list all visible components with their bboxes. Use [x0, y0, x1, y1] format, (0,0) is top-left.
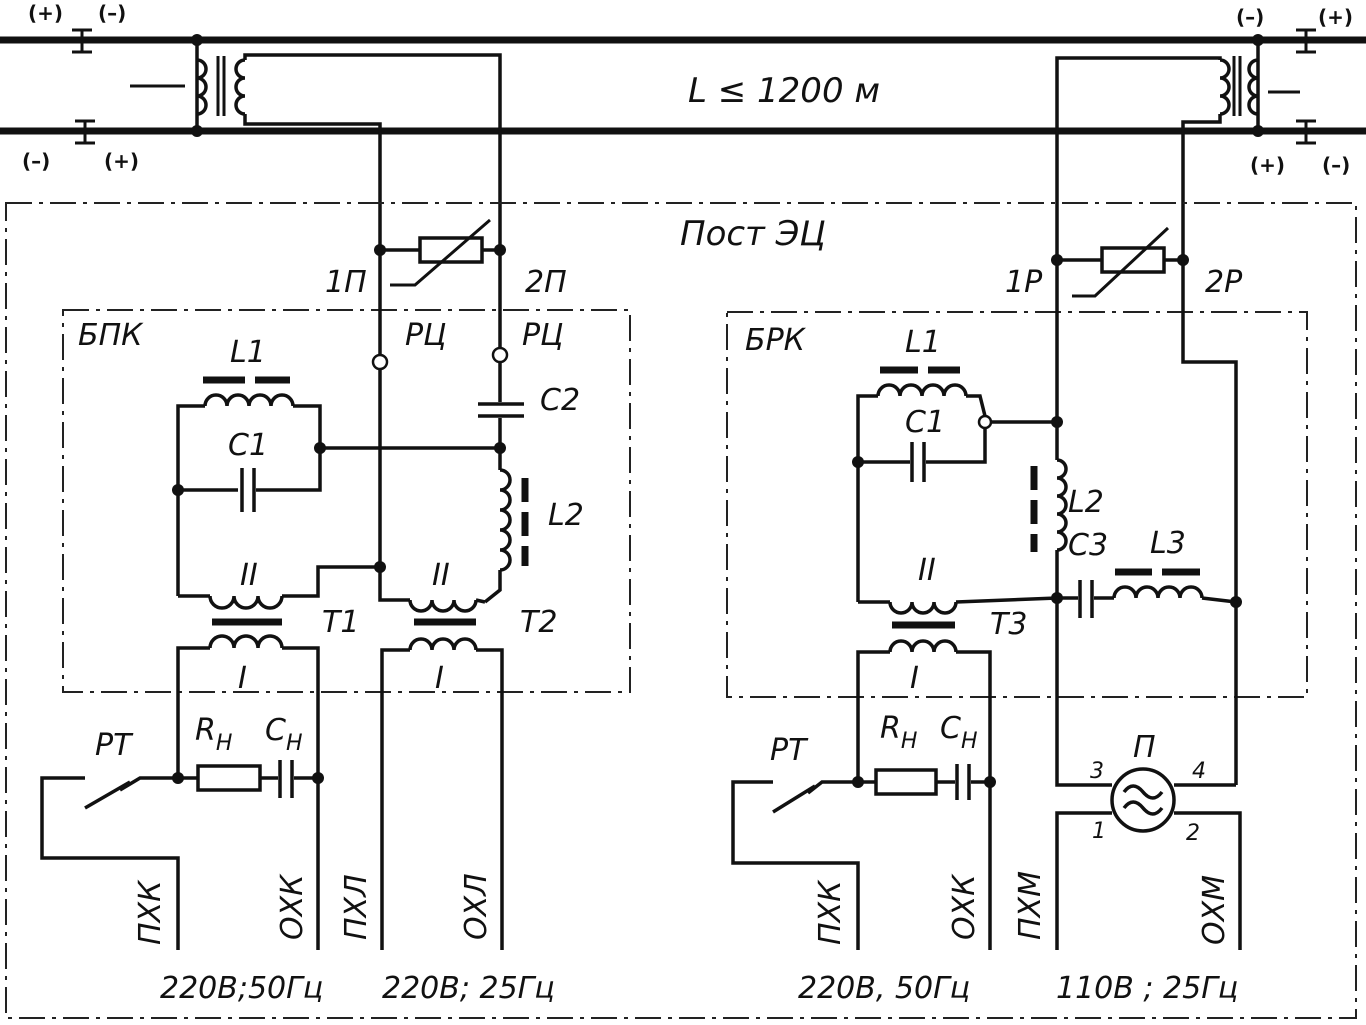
capacitor-c2-icon: [478, 402, 524, 418]
inductor-l1-right-icon: [876, 383, 968, 397]
t1-winding-ii-label: II: [240, 558, 258, 593]
ch-label: СН: [265, 713, 303, 756]
relay-terminal-icon: [491, 346, 509, 364]
rc-label-1: РЦ: [405, 318, 446, 353]
pin-2-label: 2: [1186, 821, 1200, 846]
supply-label-2: 220В; 25Гц: [382, 971, 555, 1006]
bus-pkhk-right: ПХК: [813, 879, 848, 945]
left-circuit: 1П 2П БПК РЦ РЦ C2 L2 L: [40, 218, 631, 1006]
rc-label-2: РЦ: [522, 318, 563, 353]
bus-pkhm: ПХМ: [1013, 871, 1048, 940]
converter-p-label: П: [1133, 730, 1156, 765]
inductor-l3-icon: [1112, 585, 1204, 599]
block-brk-label: БРК: [745, 323, 807, 358]
bus-okhl: ОХЛ: [459, 873, 494, 940]
supply-label-4: 110В ; 25Гц: [1056, 971, 1238, 1006]
resistor-rh-icon: [196, 764, 262, 792]
l2-label: L2: [548, 498, 584, 533]
ch-label-right: СН: [940, 711, 978, 754]
l2-label-right: L2: [1068, 485, 1104, 520]
polarity-label: (+): [1318, 5, 1353, 29]
terminal-1r: 1Р: [1005, 265, 1043, 300]
polarity-label: (+): [104, 149, 139, 173]
pin-1-label: 1: [1092, 819, 1106, 844]
track-length-label: L ≤ 1200 м: [688, 71, 880, 111]
polarity-label: (+): [1250, 153, 1285, 177]
bus-pkhl: ПХЛ: [339, 874, 374, 940]
l1-label-right: L1: [905, 325, 941, 360]
block-bpk-label: БПК: [78, 318, 144, 353]
t2-label: T2: [520, 605, 557, 640]
right-circuit: 1Р 2Р БРК L1 C1 L2: [726, 226, 1308, 1006]
transformer-t3-icon: [888, 601, 958, 615]
inductor-l2-icon: [499, 468, 512, 572]
pin-4-label: 4: [1192, 759, 1206, 784]
track-transformer-left: [130, 34, 502, 250]
varistor-icon: [418, 236, 484, 264]
terminal-2p: 2П: [525, 265, 567, 300]
c1-label: C1: [228, 428, 268, 463]
relay-rt-label-right: РТ: [770, 733, 809, 768]
supply-label-3: 220В, 50Гц: [798, 971, 970, 1006]
relay-contact-right-icon: [772, 784, 816, 814]
polarity-label: (–): [1322, 153, 1350, 177]
bus-okhk-right: ОХК: [947, 873, 982, 940]
pin-3-label: 3: [1090, 759, 1104, 784]
track-transformer-right: [1055, 34, 1300, 260]
l3-label: L3: [1150, 526, 1186, 561]
insulating-joint-icon: [1296, 28, 1316, 54]
relay-rt-label: РТ: [95, 728, 134, 763]
insulating-joint-icon: [1296, 119, 1316, 145]
relay-contact-icon: [84, 780, 131, 810]
post-boundary: [5, 202, 1357, 1019]
rh-label: RН: [195, 713, 232, 756]
c1-label-right: C1: [905, 405, 945, 440]
block-bpk: [62, 309, 631, 693]
t1-label: T1: [322, 605, 359, 640]
transformer-t2-icon: [408, 599, 478, 613]
block-brk: [726, 311, 1308, 698]
bus-okhk: ОХК: [275, 873, 310, 940]
insulating-joint-icon: [75, 119, 95, 145]
relay-terminal-icon: [371, 353, 389, 371]
l1-label: L1: [230, 335, 266, 370]
t3-label: T3: [990, 607, 1027, 642]
terminal-2r: 2Р: [1205, 265, 1243, 300]
t3-winding-ii-label: II: [918, 553, 936, 588]
polarity-label: (–): [98, 1, 126, 25]
post-label: Пост ЭЦ: [680, 214, 826, 254]
t2-winding-i-label: I: [435, 661, 444, 696]
converter-p-icon: [1110, 767, 1176, 833]
polarity-label: (–): [22, 149, 50, 173]
transformer-t1-icon: [208, 595, 284, 610]
track-rails: [0, 28, 1366, 145]
bus-okhm: ОХМ: [1197, 875, 1232, 945]
bus-pkhk: ПХК: [133, 879, 168, 945]
inductor-l1-icon: [203, 393, 295, 407]
polarity-label: (+): [28, 1, 63, 25]
supply-label-1: 220В;50Гц: [160, 971, 323, 1006]
t3-winding-i-label: I: [910, 661, 919, 696]
c2-label: C2: [540, 383, 580, 418]
inductor-l2-right-icon: [1056, 458, 1068, 552]
resistor-rh-right-icon: [874, 768, 938, 796]
rh-label-right: RН: [880, 711, 917, 754]
terminal-1p: 1П: [325, 265, 367, 300]
polarity-label: (–): [1236, 5, 1264, 29]
insulating-joint-icon: [72, 28, 92, 54]
t1-winding-i-label: I: [238, 661, 247, 696]
t2-winding-ii-label: II: [432, 558, 450, 593]
c3-label: C3: [1068, 528, 1108, 563]
